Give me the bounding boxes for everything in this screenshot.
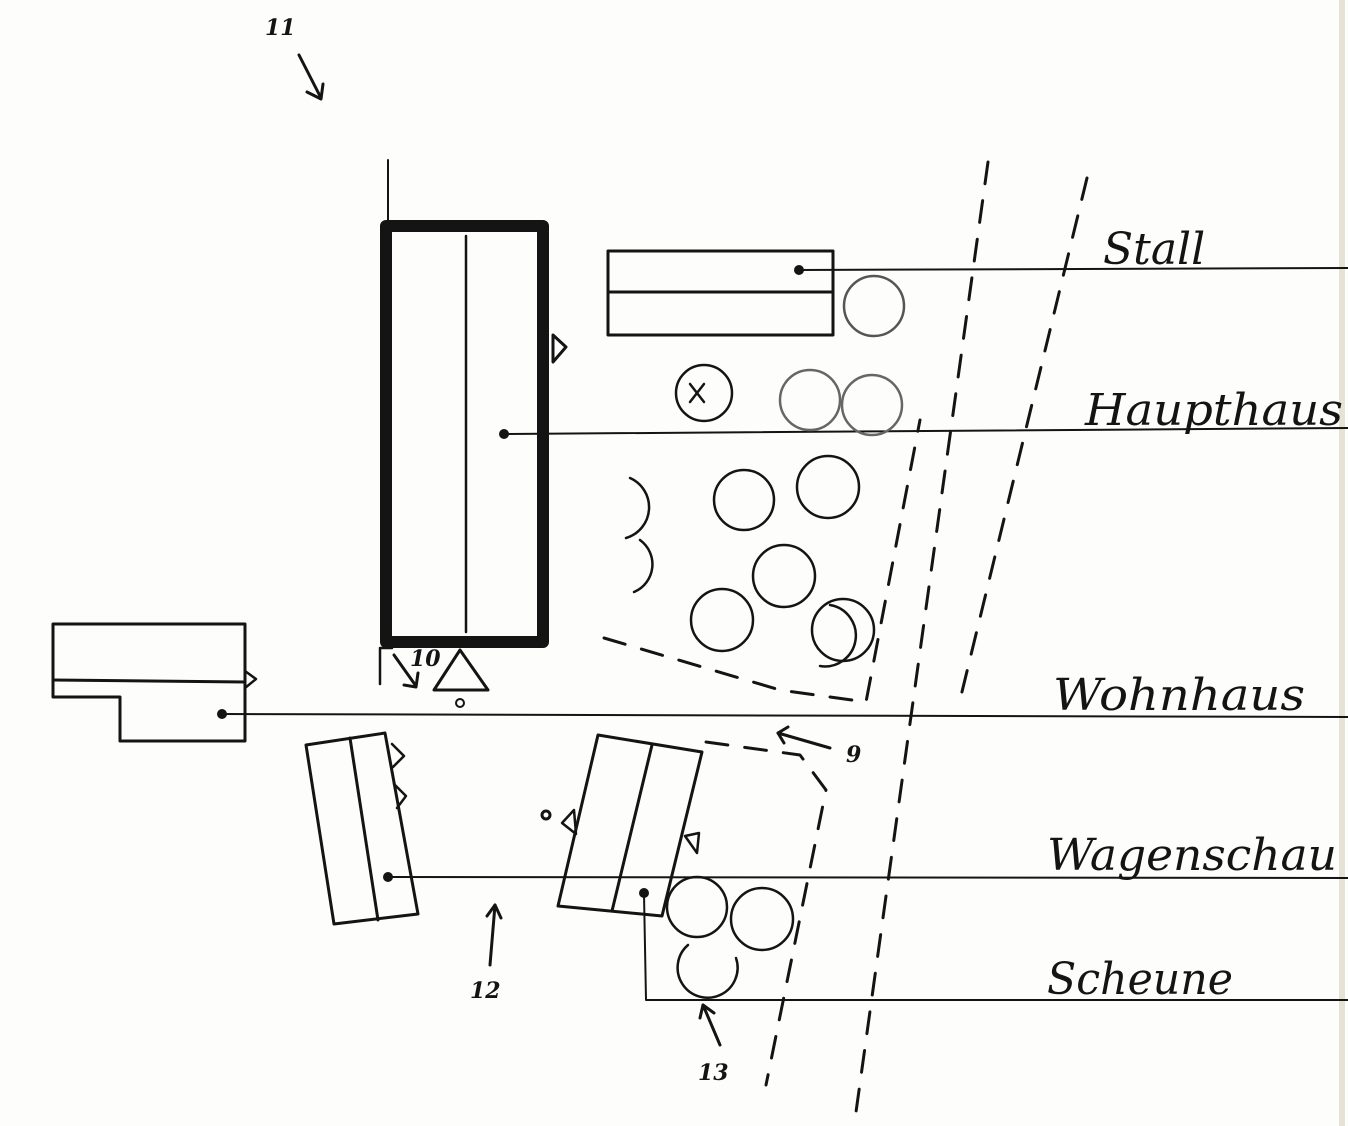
leader-lines	[221, 267, 1348, 1001]
building-stall	[606, 249, 835, 337]
dashed-path-lower	[704, 740, 828, 1087]
label-scheune: Scheune	[1047, 954, 1233, 1005]
building-scheune	[540, 733, 704, 918]
number-11: 11	[265, 15, 296, 41]
pin-stall	[794, 265, 804, 275]
number-10: 10	[410, 646, 441, 672]
number-9: 9	[846, 742, 861, 768]
dashed-line-2	[958, 176, 1089, 702]
label-wohnhaus: Wohnhaus	[1053, 670, 1305, 721]
building-wohnhaus	[51, 622, 258, 743]
label-wagenschau: Wagenschau	[1047, 830, 1337, 881]
pin-scheune	[639, 888, 649, 898]
number-12: 12	[470, 978, 501, 1004]
leader-wagenschau	[387, 876, 1348, 879]
gate-marker	[378, 646, 490, 708]
number-13: 13	[698, 1060, 729, 1086]
pin-wagenschau	[383, 872, 393, 882]
label-haupthaus: Haupthaus	[1084, 385, 1343, 436]
building-haupthaus	[380, 159, 568, 648]
tree-group	[624, 274, 906, 999]
leader-haupthaus	[503, 427, 1348, 435]
entrance-triangle-wohnhaus	[243, 669, 258, 690]
leader-scheune	[643, 893, 1348, 1001]
dashed-line-1	[854, 160, 990, 1114]
leader-stall	[799, 267, 1348, 271]
dashed-path-garden	[602, 418, 922, 704]
pin-haupthaus	[499, 429, 509, 439]
label-stall: Stall	[1103, 224, 1205, 275]
pin-wohnhaus	[217, 709, 227, 719]
dashed-lines	[602, 160, 1089, 1114]
entrance-triangle	[551, 333, 568, 364]
arrows	[297, 53, 832, 1047]
leader-wohnhaus	[221, 713, 1348, 718]
building-wagenschau	[304, 731, 420, 926]
cross-marker	[688, 382, 706, 404]
